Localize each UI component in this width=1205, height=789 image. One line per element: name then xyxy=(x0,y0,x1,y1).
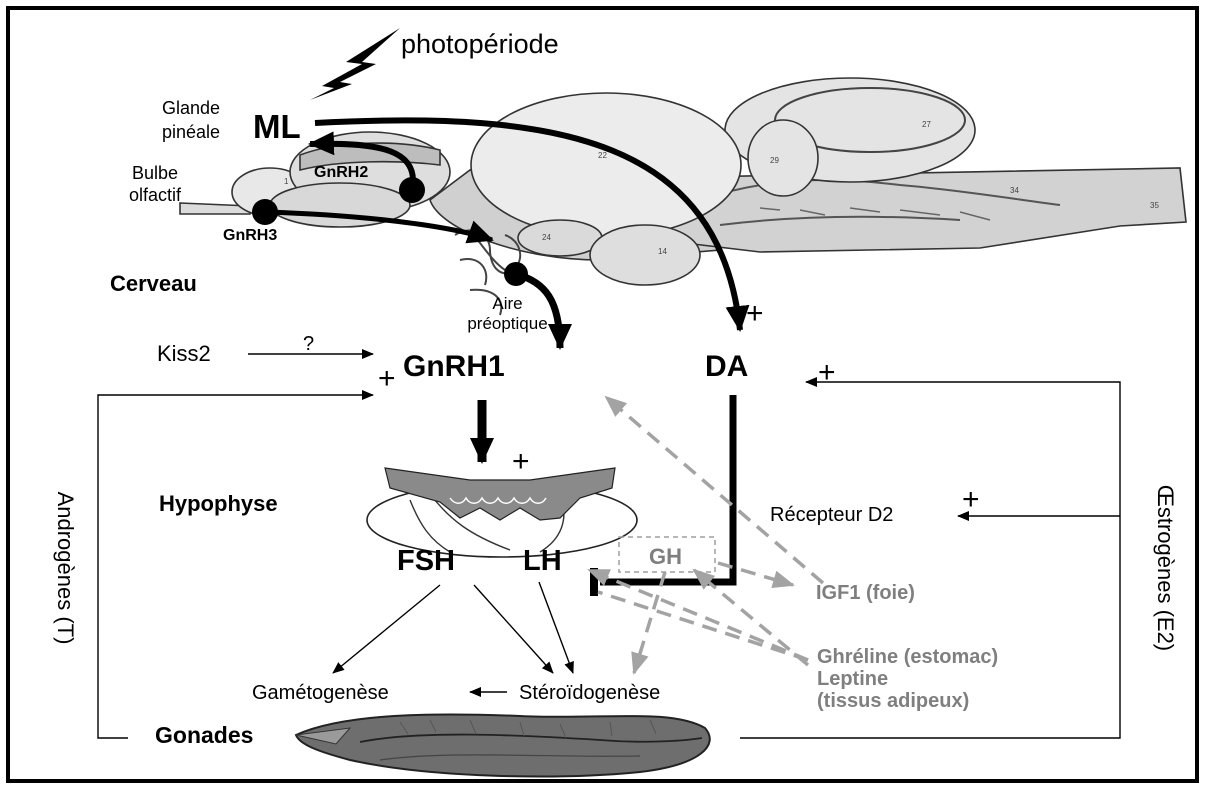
brain-number: 22 xyxy=(598,151,607,160)
preoptic-neuron xyxy=(504,262,528,286)
question-mark-label: ? xyxy=(303,333,314,356)
brain-number: 14 xyxy=(658,247,667,256)
ghrelin-to-inhibition-line xyxy=(598,592,808,660)
d2-receptor-label: Récepteur D2 xyxy=(770,504,893,527)
gnrh1-label: GnRH1 xyxy=(403,350,505,384)
plus-hypophysis: + xyxy=(512,445,530,479)
gnrh2-label: GnRH2 xyxy=(314,164,368,182)
olfactory-bulb-label: Bulbe olfactif xyxy=(110,162,200,206)
pineal-gland-label: Glande pinéale xyxy=(146,96,236,144)
plus-d2: + xyxy=(962,483,980,517)
hypophysis-label: Hypophyse xyxy=(159,491,278,517)
plus-androgen: + xyxy=(378,362,396,396)
estrogens-label: Œstrogènes (E2) xyxy=(1152,478,1178,658)
gnrh2-neuron xyxy=(399,177,425,203)
lh-label: LH xyxy=(523,545,562,578)
adipose-label: (tissus adipeux) xyxy=(817,690,969,713)
leptin-label: Leptine xyxy=(817,668,888,691)
brain-number: 35 xyxy=(1150,201,1159,210)
fsh-to-gametogenesis-arrow xyxy=(333,585,440,673)
preoptic-area-label: Aire préoptique xyxy=(450,294,565,334)
brain-number: 1 xyxy=(284,177,289,186)
lh-to-steroidogenesis-arrow xyxy=(539,582,573,673)
brain-number: 27 xyxy=(922,120,931,129)
igf1-label: IGF1 (foie) xyxy=(816,582,915,605)
steroidogenesis-label: Stéroïdogenèse xyxy=(519,682,660,705)
brain-number: 29 xyxy=(770,156,779,165)
fsh-to-steroidogenesis-arrow xyxy=(474,585,553,673)
da-label: DA xyxy=(705,350,748,384)
gonad-illustration xyxy=(296,714,710,776)
fsh-label: FSH xyxy=(397,545,455,578)
gonads-label: Gonades xyxy=(155,722,253,749)
brain-label: Cerveau xyxy=(110,271,197,297)
gh-label: GH xyxy=(649,544,682,570)
lightning-icon xyxy=(310,28,400,100)
kiss2-label: Kiss2 xyxy=(157,341,211,367)
androgens-label: Androgènes (T) xyxy=(52,488,78,648)
plus-estrogen: + xyxy=(818,356,836,390)
ghrelin-label: Ghréline (estomac) xyxy=(817,646,998,669)
brain-number: 24 xyxy=(542,233,551,242)
plus-da: + xyxy=(746,297,764,331)
gnrh3-label: GnRH3 xyxy=(223,227,277,245)
igf1-to-gnrh1-arrow xyxy=(606,397,823,583)
brain-number: 34 xyxy=(1010,186,1019,195)
ml-label: ML xyxy=(253,108,301,146)
gnrh3-neuron xyxy=(252,199,278,225)
gh-to-steroidogenesis-arrow xyxy=(634,572,665,673)
gametogenesis-label: Gamétogenèse xyxy=(252,682,389,705)
hypophysis-illustration xyxy=(367,468,637,557)
photoperiod-label: photopériode xyxy=(401,29,559,60)
